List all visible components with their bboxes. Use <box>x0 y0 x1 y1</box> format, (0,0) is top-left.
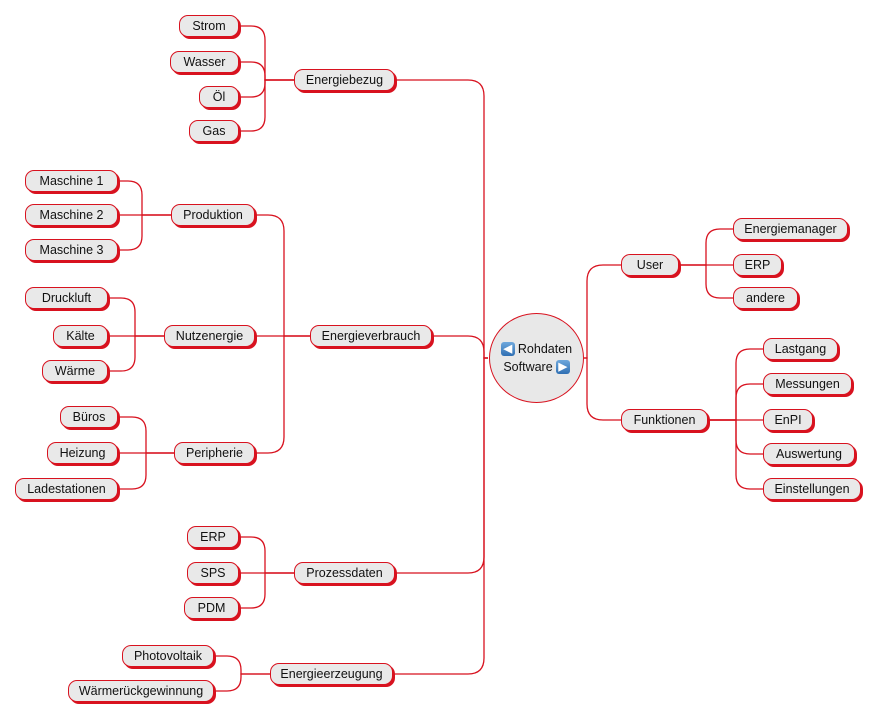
connector-bueros <box>118 416 174 454</box>
node-andere[interactable]: andere <box>733 287 798 309</box>
node-kaelte[interactable]: Kälte <box>53 325 108 347</box>
connector-prozessdaten <box>395 357 488 574</box>
central-row-2: Software ▶ <box>503 358 570 376</box>
connector-wasser <box>239 61 294 81</box>
node-produktion[interactable]: Produktion <box>171 204 255 226</box>
connector-oel <box>239 79 294 98</box>
node-messungen[interactable]: Messungen <box>763 373 852 395</box>
connector-user <box>584 264 621 359</box>
connector-andere <box>679 264 733 299</box>
node-maschine-1[interactable]: Maschine 1 <box>25 170 118 192</box>
central-node[interactable]: ◀ Rohdaten Software ▶ <box>489 313 584 403</box>
node-strom[interactable]: Strom <box>179 15 239 37</box>
node-maschine-3[interactable]: Maschine 3 <box>25 239 118 261</box>
node-waermerueckgewinnung[interactable]: Wärmerückgewinnung <box>68 680 214 702</box>
connector-ladestationen <box>118 452 174 490</box>
node-bueros[interactable]: Büros <box>60 406 118 428</box>
connector-pdm <box>239 572 294 609</box>
node-waerme[interactable]: Wärme <box>42 360 108 382</box>
node-ladestationen[interactable]: Ladestationen <box>15 478 118 500</box>
connector-energiemanager <box>679 228 733 266</box>
node-energiemanager[interactable]: Energiemanager <box>733 218 848 240</box>
node-enpi[interactable]: EnPI <box>763 409 813 431</box>
node-nutzenergie[interactable]: Nutzenergie <box>164 325 255 347</box>
connector-funktionen <box>584 357 621 421</box>
central-title-2: Software <box>503 360 553 374</box>
arrow-left-icon: ◀ <box>500 342 515 356</box>
node-heizung[interactable]: Heizung <box>47 442 118 464</box>
connector-photovoltaik <box>214 655 270 675</box>
node-pdm[interactable]: PDM <box>184 597 239 619</box>
node-druckluft[interactable]: Druckluft <box>25 287 108 309</box>
node-maschine-2[interactable]: Maschine 2 <box>25 204 118 226</box>
central-title-1: Rohdaten <box>517 342 573 356</box>
node-peripherie[interactable]: Peripherie <box>174 442 255 464</box>
connector-erp-prozess <box>239 536 294 574</box>
connector-strom <box>239 25 294 81</box>
node-lastgang[interactable]: Lastgang <box>763 338 838 360</box>
node-oel[interactable]: Öl <box>199 86 239 108</box>
connector-maschine-3 <box>118 214 171 251</box>
connector-lastgang <box>708 348 763 421</box>
connector-druckluft <box>108 297 164 337</box>
node-erp-prozess[interactable]: ERP <box>187 526 239 548</box>
node-sps[interactable]: SPS <box>187 562 239 584</box>
node-energieerzeugung[interactable]: Energieerzeugung <box>270 663 393 685</box>
connector-produktion <box>255 214 310 337</box>
connector-energieerzeugung <box>393 357 488 675</box>
node-funktionen[interactable]: Funktionen <box>621 409 708 431</box>
connector-waermerueckgewinnung <box>214 673 270 692</box>
node-energiebezug[interactable]: Energiebezug <box>294 69 395 91</box>
connector-einstellungen <box>708 419 763 490</box>
connector-energieverbrauch <box>432 335 488 359</box>
connector-lines <box>108 25 763 692</box>
connector-maschine-1 <box>118 180 171 216</box>
node-wasser[interactable]: Wasser <box>170 51 239 73</box>
connector-waerme <box>108 335 164 372</box>
connector-peripherie <box>255 335 310 454</box>
connector-energiebezug <box>395 79 488 359</box>
node-auswertung[interactable]: Auswertung <box>763 443 855 465</box>
node-prozessdaten[interactable]: Prozessdaten <box>294 562 395 584</box>
node-energieverbrauch[interactable]: Energieverbrauch <box>310 325 432 347</box>
node-user[interactable]: User <box>621 254 679 276</box>
connector-gas <box>239 79 294 132</box>
central-row-1: ◀ Rohdaten <box>500 340 573 358</box>
node-gas[interactable]: Gas <box>189 120 239 142</box>
connector-messungen <box>708 383 763 421</box>
node-einstellungen[interactable]: Einstellungen <box>763 478 861 500</box>
node-erp-user[interactable]: ERP <box>733 254 782 276</box>
node-photovoltaik[interactable]: Photovoltaik <box>122 645 214 667</box>
arrow-right-icon: ▶ <box>555 360 570 374</box>
